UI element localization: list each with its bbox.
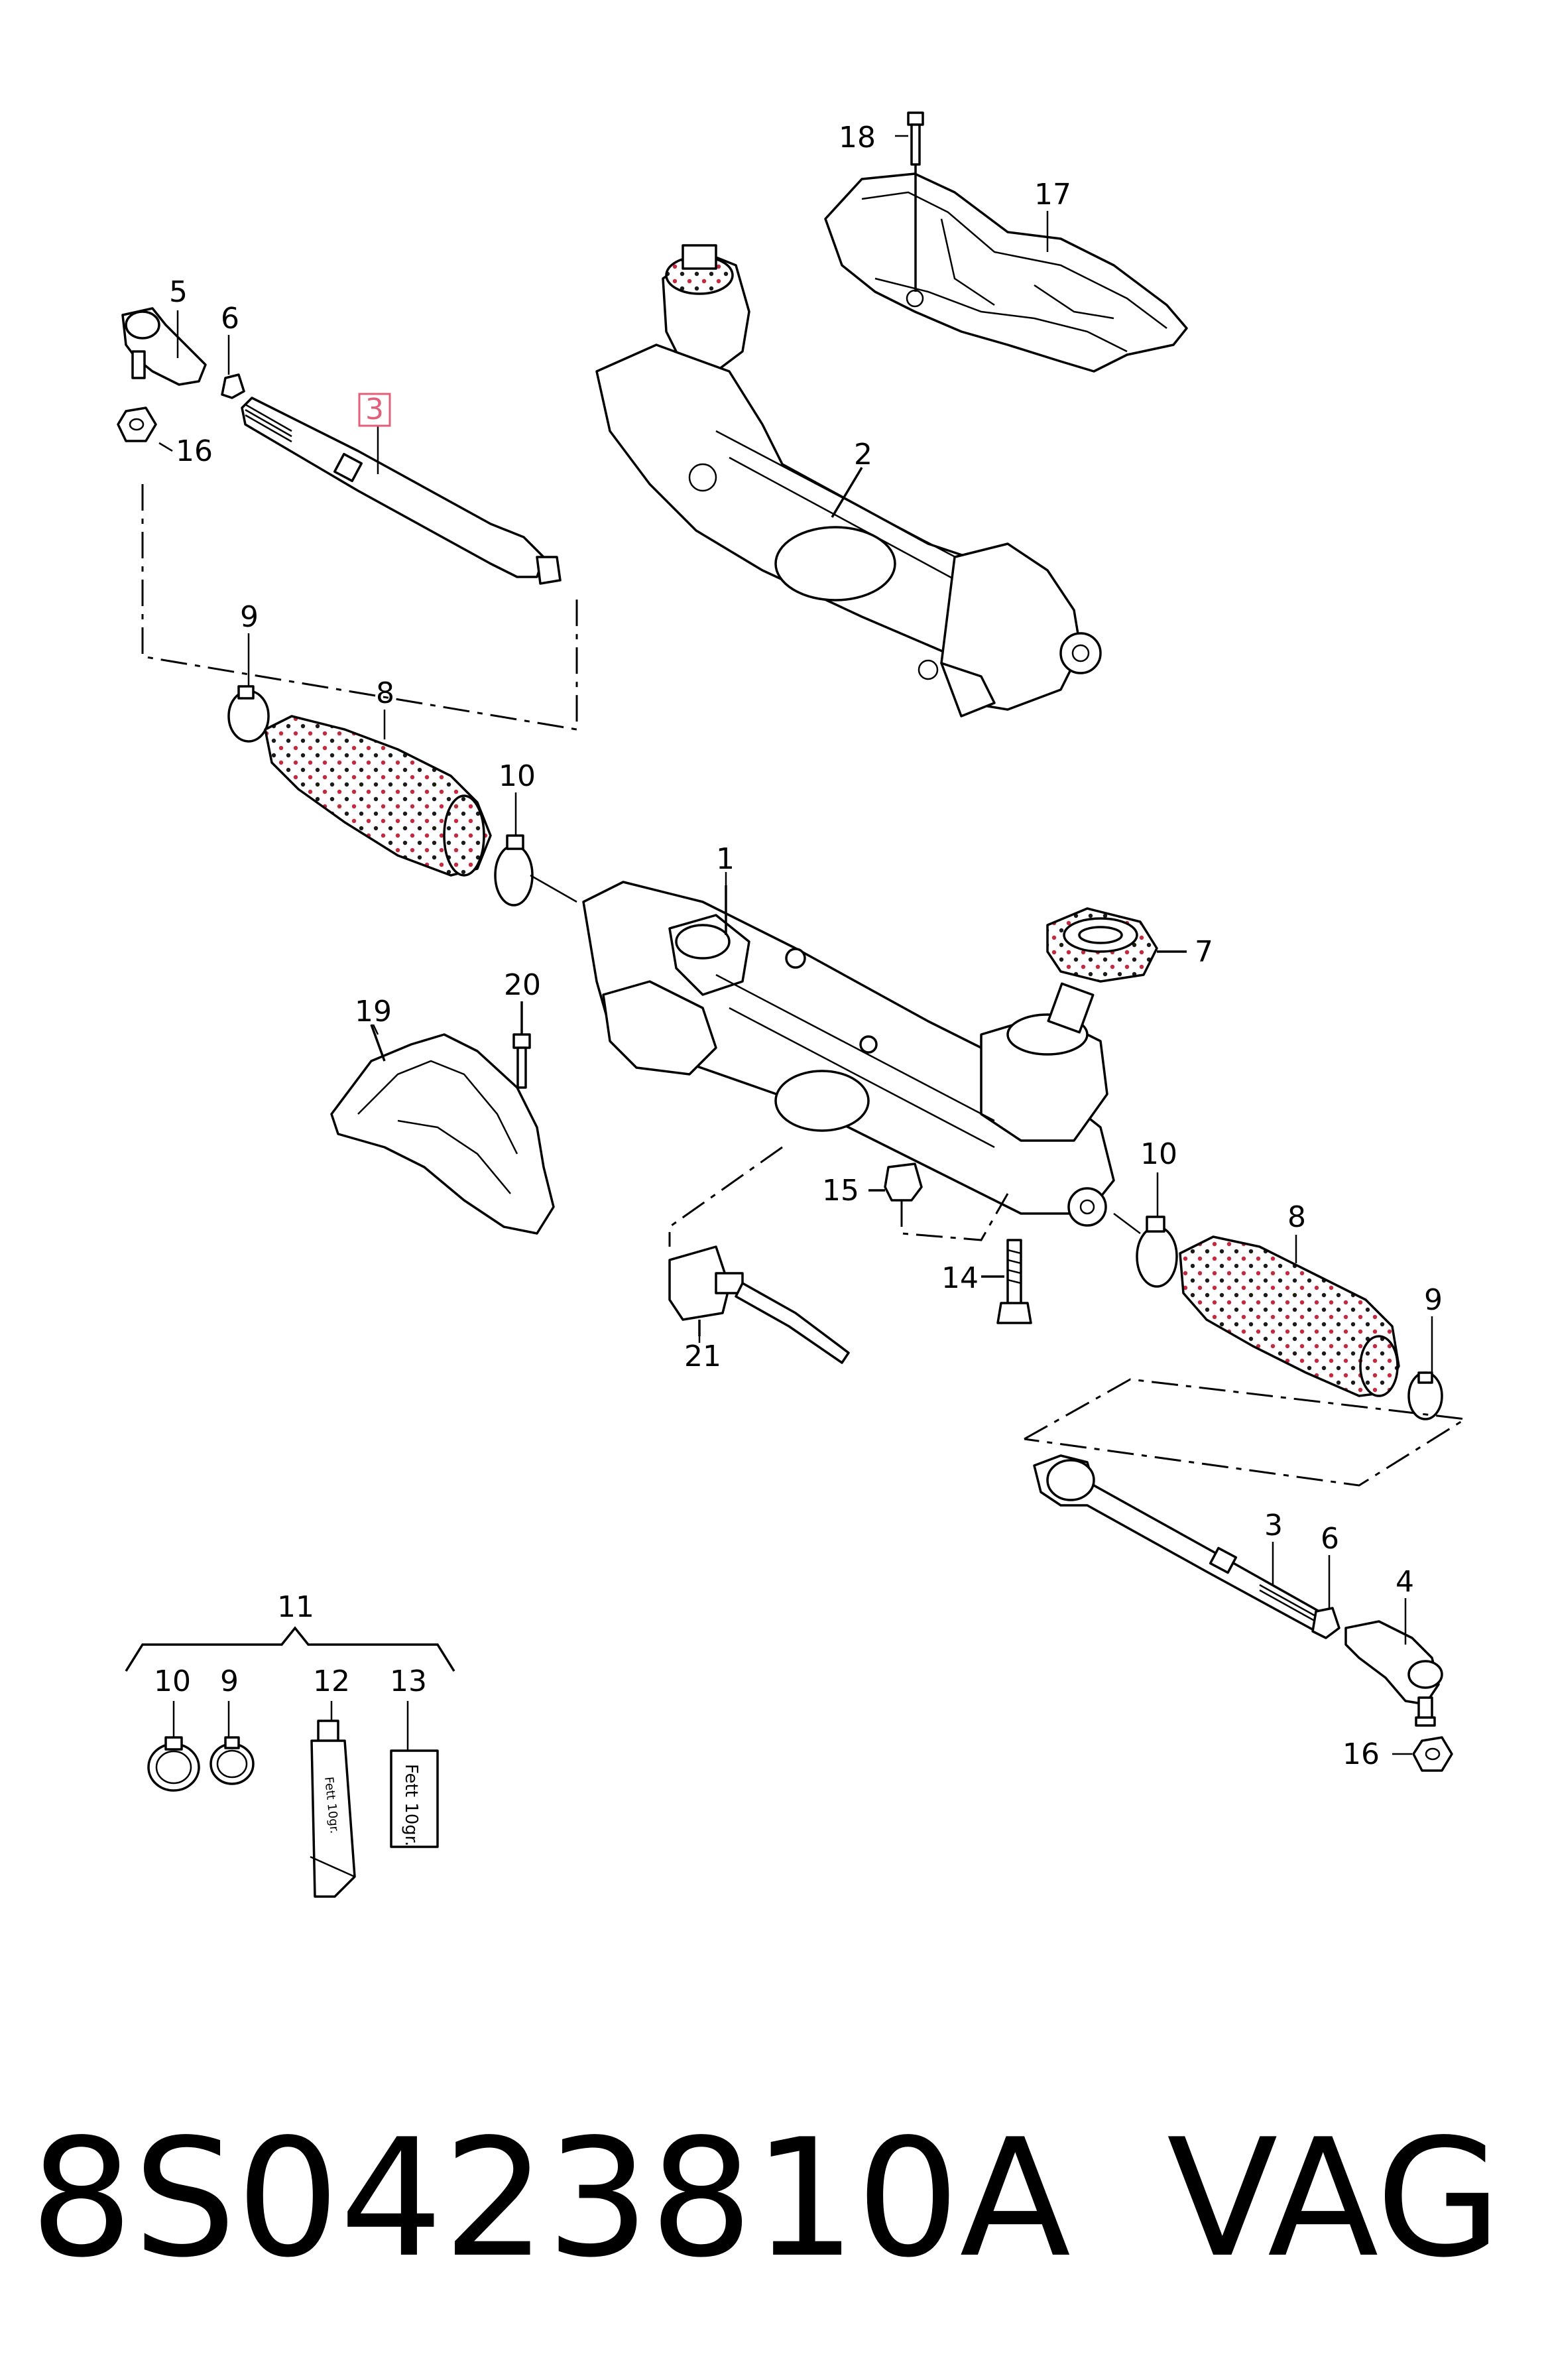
label-9-right: 9: [1424, 1283, 1443, 1317]
cover-part-19: [330, 1024, 555, 1235]
grease-tube-part-12: Fett 10gr.: [310, 1720, 356, 1898]
label-8-left: 8: [376, 676, 394, 710]
nut-part-6-right: [1311, 1607, 1340, 1639]
brand: VAG: [1167, 2104, 1502, 2293]
label-15: 15: [822, 1174, 859, 1208]
assembly-line-plug: [900, 1193, 1009, 1241]
label-18: 18: [839, 121, 876, 155]
steering-rack-part-1: [582, 881, 1115, 1227]
steering-rack-part-2: [595, 244, 1102, 718]
label-6-right: 6: [1321, 1522, 1339, 1556]
assembly-line-sensor: [668, 1146, 783, 1247]
nut-part-16-left: [117, 407, 157, 442]
label-10-left: 10: [499, 759, 536, 793]
clamp-part-10-right: [1136, 1216, 1178, 1288]
label-20: 20: [504, 968, 541, 1002]
label-4: 4: [1396, 1565, 1414, 1599]
label-6-left: 6: [221, 302, 239, 336]
label-5: 5: [169, 275, 188, 309]
label-16-left: 16: [176, 434, 213, 468]
label-10-right: 10: [1140, 1137, 1177, 1171]
label-10-kit: 10: [154, 1664, 191, 1698]
clamp-part-10-left: [494, 834, 534, 907]
assembly-bracket-upper-left: [141, 484, 578, 731]
label-2: 2: [854, 438, 872, 471]
label-19: 19: [355, 995, 392, 1029]
part-number: 8S0423810A: [30, 2104, 1071, 2293]
label-16-right: 16: [1342, 1737, 1380, 1771]
bolt-part-18: [907, 111, 924, 292]
tie-rod-end-part-4: [1344, 1620, 1443, 1727]
box-label: Fett 10gr.: [401, 1764, 421, 1846]
leader-lines: [158, 135, 1433, 1755]
connector-part-21: [668, 1245, 850, 1364]
clamp-part-9-left: [227, 685, 270, 743]
tie-rod-part-3-left: [241, 397, 562, 585]
label-21: 21: [684, 1340, 721, 1373]
label-3-highlighted: 3: [358, 393, 391, 427]
bolt-part-20: [512, 1001, 531, 1089]
boot-part-8-left: [264, 715, 492, 877]
part-labels: 18 17 5 6 3 16 2 9 8 10 1 7 20 19 10 15 …: [154, 121, 1443, 1771]
clamp-part-9-kit: [209, 1736, 255, 1785]
label-7: 7: [1195, 935, 1213, 969]
label-14: 14: [941, 1261, 979, 1295]
label-11: 11: [277, 1590, 314, 1624]
mount-part-7: [1046, 907, 1187, 983]
bolt-part-14: [981, 1239, 1032, 1324]
label-8-right: 8: [1287, 1200, 1306, 1234]
plug-part-15: [868, 1162, 923, 1202]
label-12: 12: [313, 1664, 350, 1698]
repair-kit-part-11: [125, 1626, 455, 1672]
label-1: 1: [716, 842, 735, 876]
label-3-left: 3: [365, 393, 384, 426]
label-13: 13: [390, 1664, 427, 1698]
tie-rod-part-3-right: [1033, 1454, 1327, 1633]
label-9-left: 9: [240, 600, 259, 634]
grease-sachet-part-13: Fett 10gr.: [390, 1749, 439, 1848]
clamp-part-10-kit: [147, 1736, 200, 1792]
boot-part-8-right: [1179, 1235, 1400, 1397]
heat-shield-part-17: [824, 172, 1188, 373]
tie-rod-end-part-5: [121, 307, 245, 399]
label-3-right: 3: [1264, 1509, 1283, 1542]
clamp-part-9-right: [1407, 1371, 1443, 1420]
label-9-kit: 9: [220, 1664, 239, 1698]
label-17: 17: [1034, 178, 1071, 212]
nut-part-16-right: [1412, 1736, 1453, 1772]
